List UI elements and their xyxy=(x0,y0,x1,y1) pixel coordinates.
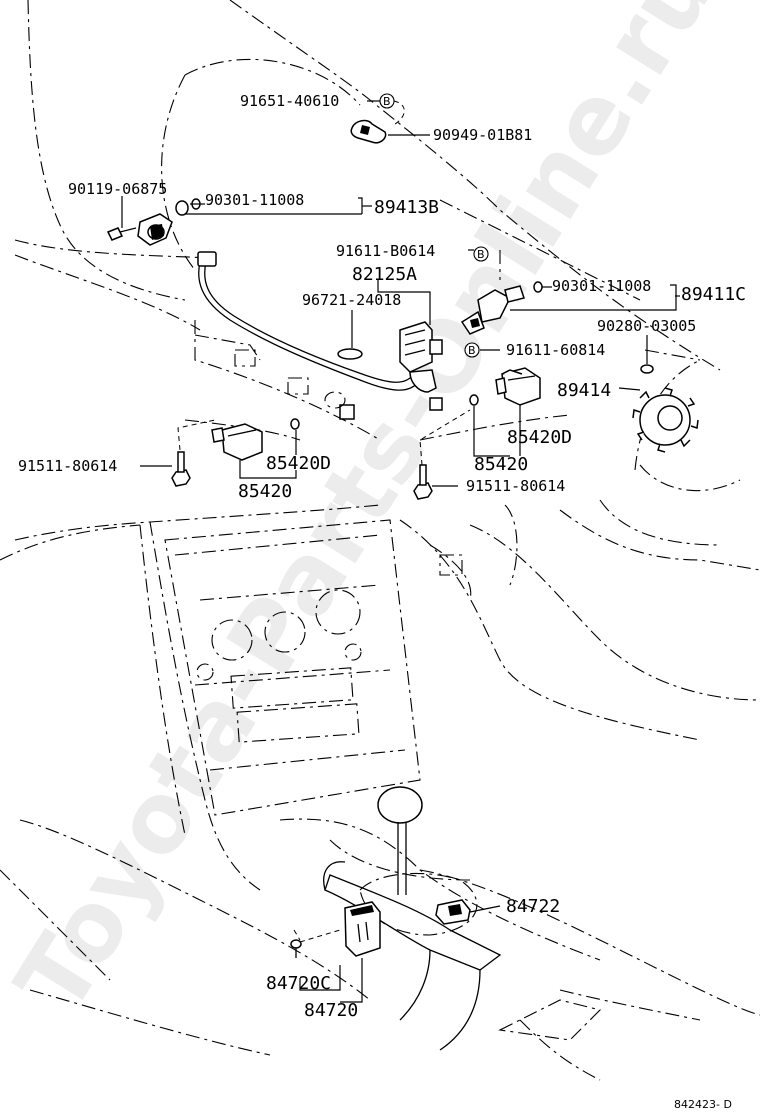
sensor-85420d-right xyxy=(495,367,541,406)
label-84720c: 84720C xyxy=(266,973,331,994)
label-89413b: 89413B xyxy=(374,197,439,218)
label-89411c: 89411C xyxy=(681,284,746,305)
svg-text:B: B xyxy=(468,344,476,357)
label-90301-11008-right: 90301-11008 xyxy=(552,277,651,295)
label-85420d-right: 85420D xyxy=(507,427,572,448)
label-90949-01b81: 90949-01B81 xyxy=(433,126,532,144)
label-90119-06875: 90119-06875 xyxy=(68,180,167,198)
mark-b-1: B xyxy=(379,93,395,109)
o-ring-85420-left xyxy=(290,418,300,430)
plug-90280 xyxy=(640,364,654,374)
timing-rotor-89414 xyxy=(632,387,699,453)
connector-82125a xyxy=(399,321,443,393)
svg-text:B: B xyxy=(477,248,485,261)
wire-harness xyxy=(194,251,443,420)
switch-84720 xyxy=(344,901,381,957)
label-89414: 89414 xyxy=(557,380,611,401)
sensor-89411c xyxy=(460,281,543,335)
clamp-90949 xyxy=(350,119,387,144)
label-85420-right: 85420 xyxy=(474,454,528,475)
label-91611-b0614: 91611-B0614 xyxy=(336,242,435,260)
mark-b-2: B xyxy=(473,246,489,262)
part-labels: 91651-40610 90949-01B81 90119-06875 9030… xyxy=(18,92,746,1111)
label-84720: 84720 xyxy=(304,1000,358,1021)
drawing-code: 842423- D xyxy=(674,1098,732,1111)
dashboard-outline xyxy=(0,499,760,1081)
bolt-91511-right xyxy=(413,464,433,500)
screw-84720c xyxy=(290,939,302,958)
svg-text:B: B xyxy=(383,95,391,108)
grommet-96721 xyxy=(337,348,363,360)
label-91511-80614-left: 91511-80614 xyxy=(18,457,117,475)
label-85420-left: 85420 xyxy=(238,481,292,502)
leader-lines xyxy=(121,100,680,1003)
sensor-89413b xyxy=(106,200,189,246)
label-91611-60814: 91611-60814 xyxy=(506,341,605,359)
switch-84722 xyxy=(435,899,471,925)
label-84722: 84722 xyxy=(506,896,560,917)
label-96721-24018: 96721-24018 xyxy=(302,291,401,309)
label-90301-11008-left: 90301-11008 xyxy=(205,191,304,209)
bolt-91511-left xyxy=(171,451,191,487)
sensor-85420d-left xyxy=(211,423,263,461)
label-91651-40610: 91651-40610 xyxy=(240,92,339,110)
watermark: Toyota-Parts-Online.ru xyxy=(0,0,737,1032)
label-82125a: 82125A xyxy=(352,264,417,285)
mark-b-3: B xyxy=(464,342,480,358)
label-91511-80614-right: 91511-80614 xyxy=(466,477,565,495)
parking-brake-lever xyxy=(323,861,502,1051)
label-90280-03005: 90280-03005 xyxy=(597,317,696,335)
label-85420d-left: 85420D xyxy=(266,453,331,474)
o-ring-85420-right xyxy=(469,394,479,406)
